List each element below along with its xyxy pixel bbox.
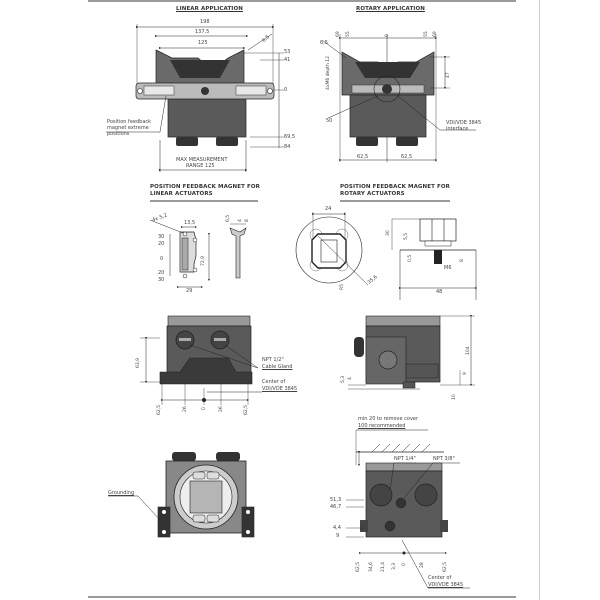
magnet-extreme-callout: Position feedback magnet extreme positio… bbox=[107, 119, 152, 137]
dim-62-5-right: 62,5 bbox=[401, 154, 413, 160]
dim-rotary-hole: 6,5 bbox=[320, 40, 328, 46]
npt-quarter-label: NPT 1/4" bbox=[394, 456, 416, 462]
magnet-linear-title-2: LINEAR ACTUATORS bbox=[150, 191, 213, 197]
dim-125: 125 bbox=[198, 40, 208, 46]
magnet-rotary-title-2: ROTARY ACTUATORS bbox=[340, 191, 405, 197]
magnet-linear-title-1: POSITION FEEDBACK MAGNET FOR bbox=[150, 184, 260, 190]
npt-three-eighth-label: NPT 3/8" bbox=[433, 456, 455, 462]
dim-28: 28 bbox=[420, 562, 425, 568]
dim-4-4: 4,4 bbox=[333, 525, 341, 531]
dim-41: 41 bbox=[284, 57, 291, 63]
dim-69-5: 69,5 bbox=[284, 134, 296, 140]
dim-21-4: 21,4 bbox=[381, 561, 386, 572]
dim-24: 24 bbox=[325, 206, 332, 212]
dim-dia-50: 50 bbox=[326, 118, 333, 124]
dim-13-5: 13,5 bbox=[184, 220, 196, 226]
magnet-linear-rule bbox=[150, 200, 258, 202]
dim-198: 198 bbox=[200, 19, 210, 25]
npt-half-label: NPT 1/2" bbox=[262, 357, 284, 363]
vdi-interface-callout-2: interface bbox=[446, 126, 469, 132]
dim-53: 53 bbox=[284, 49, 291, 55]
dim-bottom-0: 0 bbox=[402, 563, 407, 566]
bottom-center-vdi-2: VDI/VDE 3845 bbox=[428, 582, 464, 588]
top-rule bbox=[88, 0, 516, 2]
dim-137-5: 137,5 bbox=[195, 29, 210, 35]
linear-application-title: LINEAR APPLICATION bbox=[176, 6, 243, 12]
max-range-label-2: RANGE 125 bbox=[186, 163, 215, 169]
magnet-rotary-title-1: POSITION FEEDBACK MAGNET FOR bbox=[340, 184, 450, 190]
dim-0-magnet: 0 bbox=[160, 256, 164, 262]
rotary-application-title: ROTARY APPLICATION bbox=[356, 6, 425, 12]
dim-30-top: 30 bbox=[158, 234, 165, 240]
dim-30-bottom: 30 bbox=[158, 277, 165, 283]
dim-51-3: 51,3 bbox=[330, 497, 342, 503]
dim-84: 84 bbox=[284, 144, 291, 150]
cable-gland-label: Cable Gland bbox=[262, 364, 293, 370]
dim-20-top: 20 bbox=[158, 241, 165, 247]
dim-bottom-62-5-right: 62,5 bbox=[443, 561, 448, 572]
magnet-rotary-rule bbox=[340, 200, 450, 202]
dim-46-7: 46,7 bbox=[330, 504, 342, 510]
grounding-label: Grounding bbox=[108, 490, 135, 496]
vdi-interface-callout-1: VDI/VDE 3845 bbox=[446, 120, 482, 126]
bottom-rule bbox=[88, 596, 516, 598]
dim-20-bottom: 20 bbox=[158, 270, 165, 276]
dim-34-6: 34,6 bbox=[369, 561, 374, 572]
dim-48: 48 bbox=[436, 289, 443, 295]
dim-m6: M6 bbox=[444, 265, 452, 271]
dim-62-5-left: 62,5 bbox=[357, 154, 369, 160]
page-edge bbox=[539, 0, 540, 600]
center-vdi-label-2: VDI/VDE 3845 bbox=[262, 386, 298, 392]
dim-29: 29 bbox=[186, 288, 193, 294]
clearance-label-2: 100 recommended bbox=[358, 423, 406, 429]
dim-0: 0 bbox=[284, 87, 288, 93]
dim-9-bottom: 9 bbox=[336, 533, 340, 539]
bottom-center-vdi-1: Center of bbox=[428, 575, 452, 581]
dim-bottom-62-5-left: 62,5 bbox=[356, 561, 361, 572]
max-range-label-1: MAX MEASUREMENT bbox=[176, 157, 228, 163]
clearance-label-1: min 20 to remove cover bbox=[358, 416, 419, 422]
dim-3-3: 3,3 bbox=[392, 562, 397, 570]
center-vdi-label-1: Center of bbox=[262, 379, 286, 385]
drawing-sheet bbox=[88, 0, 516, 600]
